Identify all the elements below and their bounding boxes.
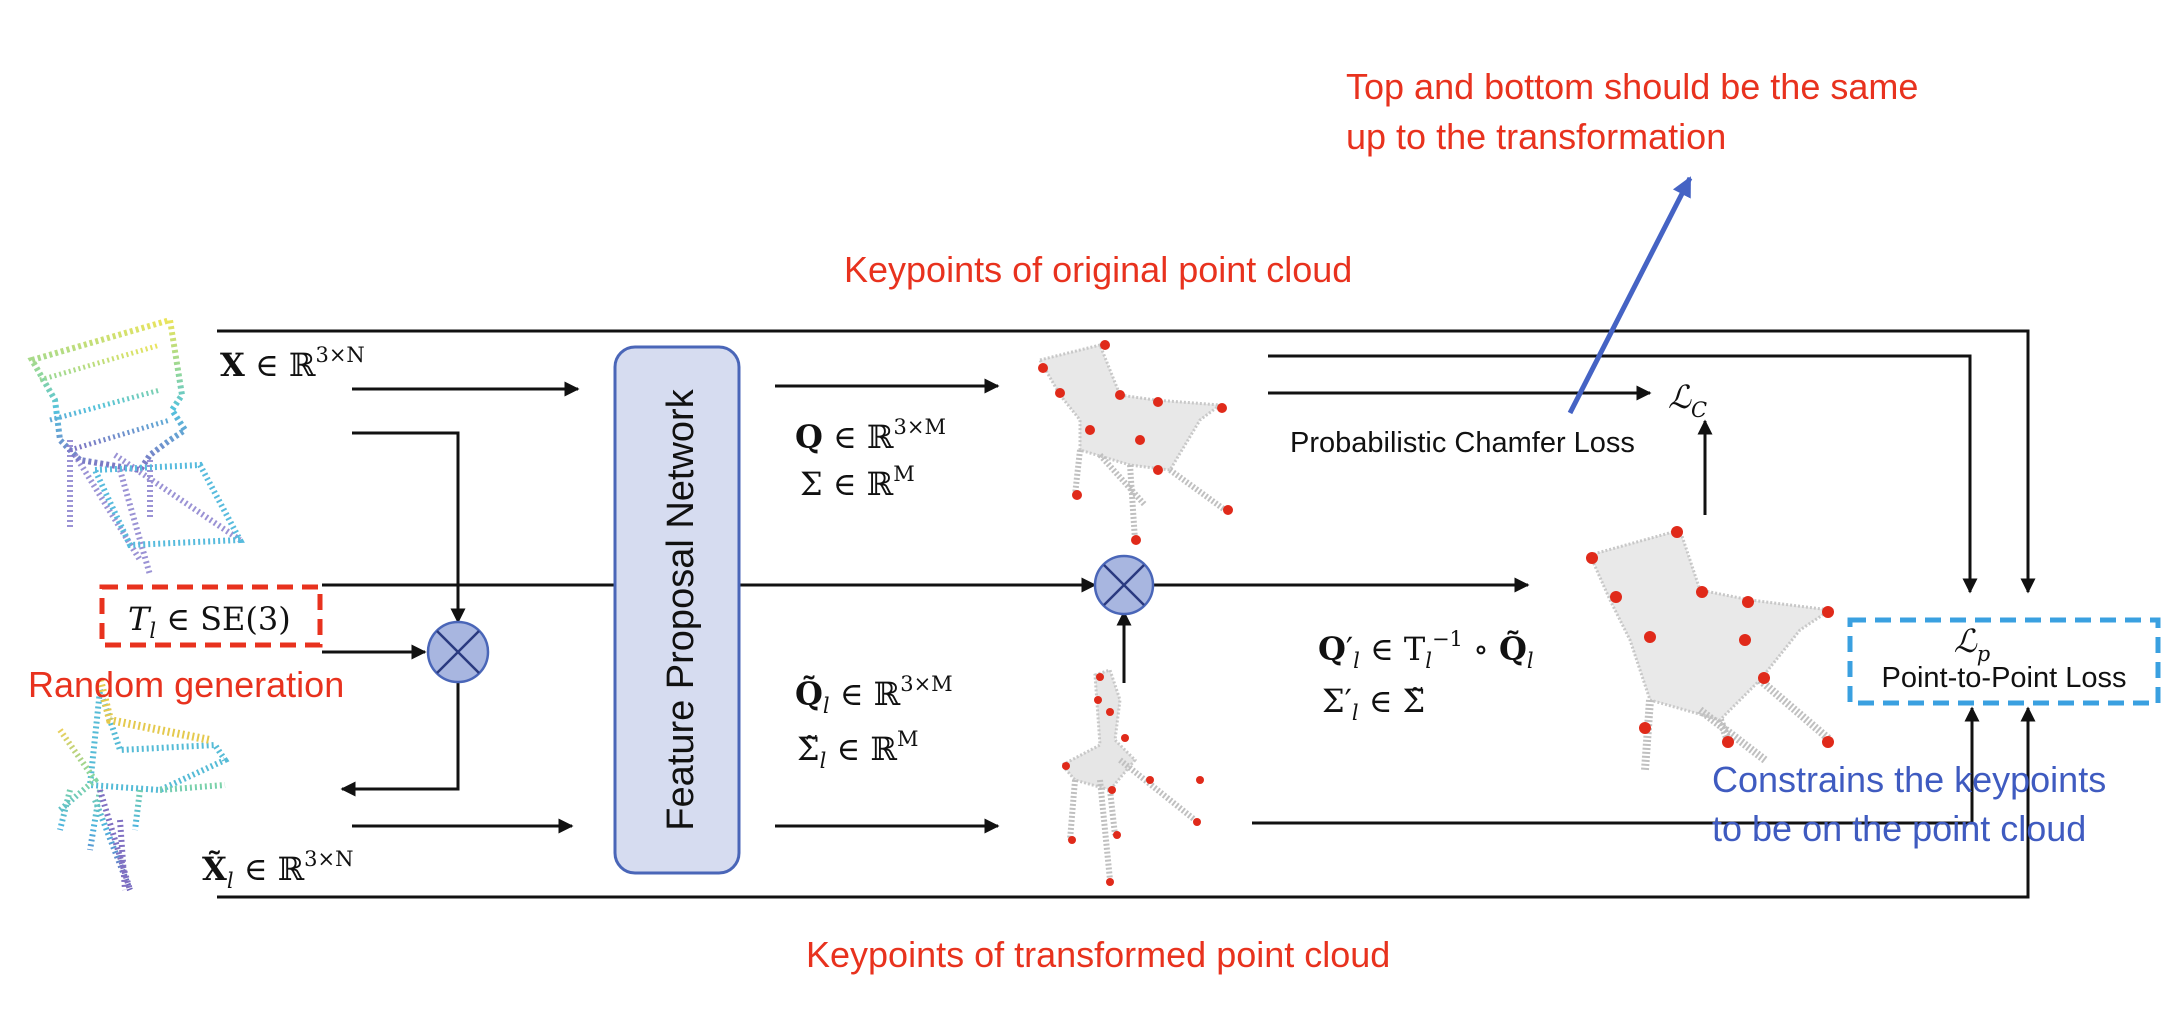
keypoints-original-label: Keypoints of original point cloud (844, 249, 1352, 290)
x-bottom-label: X̃l ∈ ℝ3×N (202, 847, 354, 893)
otimes-icon-middle (1093, 554, 1155, 616)
connection-lines (217, 329, 2036, 899)
sigmaprime-label: Σ′l ∈ Σ̃ (1322, 682, 1425, 725)
qtilde-label: Q̃l ∈ ℝ3×M (795, 672, 953, 718)
sigma-label: Σ ∈ ℝM (800, 462, 915, 503)
chair-gray-aligned (1586, 526, 1835, 771)
chair-gray-transformed (1059, 668, 1204, 886)
transform-dashed-box (99, 584, 323, 648)
chair-colored-top (27, 316, 245, 576)
transform-label: Tl ∈ SE(3) (128, 600, 291, 643)
sigmatilde-label: Σ̃l ∈ ℝM (797, 727, 918, 773)
chamfer-loss-label: Probabilistic Chamfer Loss (1290, 427, 1635, 459)
random-generation-label: Random generation (28, 664, 344, 705)
x-top-label: X ∈ ℝ3×N (220, 343, 365, 384)
x-to-operator-arrow (352, 431, 466, 624)
constrains-line2: to be on the point cloud (1712, 808, 2086, 849)
network-label: Feature Proposal Network (660, 388, 702, 830)
keypoints-transformed-label: Keypoints of transformed point cloud (806, 934, 1390, 975)
chair-gray-original (1037, 340, 1233, 545)
network-box (613, 345, 741, 875)
p2p-loss-symbol: ℒp (1954, 622, 1991, 666)
constrains-line1: Constrains the keypoints (1712, 759, 2106, 800)
qtilde-to-p2p-arrow (1252, 706, 1980, 825)
p2p-dashed-box (1847, 617, 2161, 706)
operator-to-xtilde-arrow (340, 683, 460, 797)
chamfer-loss-symbol: ℒC (1668, 378, 1707, 422)
feature-proposal-network: Feature Proposal Network (613, 345, 741, 875)
top-note-line1: Top and bottom should be the same (1346, 66, 1918, 107)
q-to-p2p-arrow (1268, 354, 1978, 594)
outer-top-arrow (217, 329, 2036, 594)
qprime-label: Q′l ∈ Tl−1 ∘ Q̃l (1318, 627, 1534, 673)
p2p-loss-label: Point-to-Point Loss (1881, 662, 2126, 694)
annotation-arrow (1567, 176, 1693, 415)
otimes-icon-left (426, 620, 490, 684)
outer-bottom-arrow (217, 706, 2036, 899)
q-label: Q ∈ ℝ3×M (795, 415, 946, 456)
chair-colored-bottom (57, 679, 230, 892)
top-note-line2: up to the transformation (1346, 116, 1726, 157)
